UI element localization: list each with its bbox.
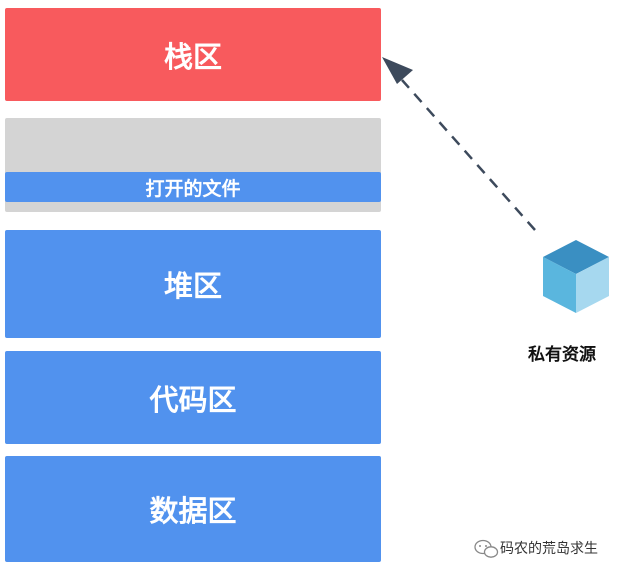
open-files-segment: 打开的文件 (5, 172, 381, 202)
data-segment: 数据区 (5, 456, 381, 562)
heap-segment: 堆区 (5, 230, 381, 338)
code-label: 代码区 (149, 382, 237, 417)
watermark: 码农的荒岛求生 (474, 538, 598, 558)
dashed-arrow-line (401, 79, 536, 231)
stack-label: 栈区 (163, 39, 222, 74)
watermark-text: 码农的荒岛求生 (500, 541, 598, 557)
stack-segment: 栈区 (5, 8, 381, 101)
wechat-icon (474, 539, 499, 558)
open-files-label: 打开的文件 (145, 177, 241, 200)
data-label: 数据区 (149, 494, 237, 528)
cube-icon (543, 240, 609, 313)
private-resource-label: 私有资源 (528, 345, 596, 365)
code-segment: 代码区 (5, 351, 381, 444)
heap-label: 堆区 (163, 269, 222, 303)
arrow-head (382, 57, 413, 84)
